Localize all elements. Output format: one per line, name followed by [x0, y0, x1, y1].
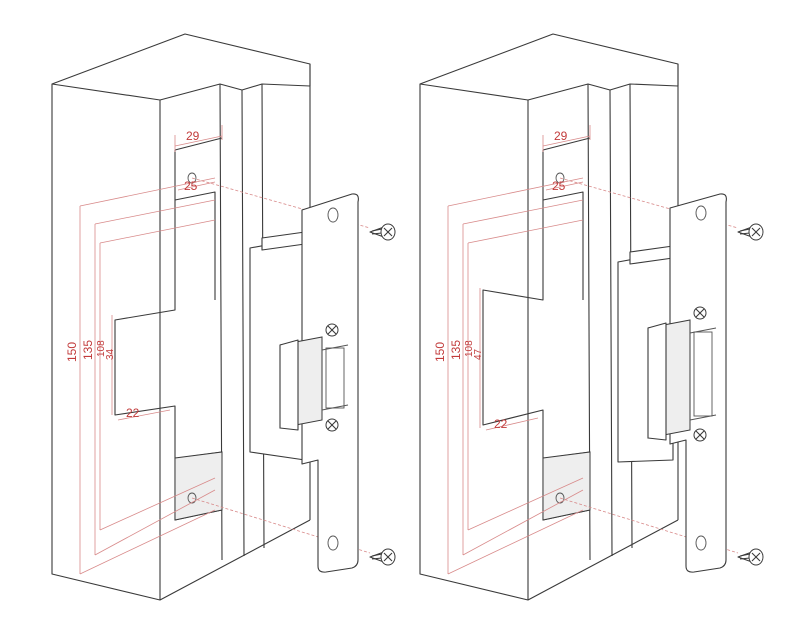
dim-label-150: 150	[433, 342, 447, 362]
electric-strike	[617, 193, 727, 573]
faceplate	[301, 193, 359, 573]
dim-label-108: 108	[96, 340, 107, 357]
dim-label-25: 25	[552, 179, 566, 193]
dim-label-latch-height: 34	[105, 348, 116, 360]
dim-label-22: 22	[126, 406, 140, 420]
dim-label-150: 150	[65, 342, 79, 362]
mounting-screw-icon	[369, 223, 396, 241]
dimension-lines	[79, 125, 371, 575]
right-diagram: 29 25 150 135 108 47 22	[419, 33, 764, 601]
electric-strike	[249, 193, 359, 573]
dim-label-29: 29	[186, 129, 200, 143]
left-diagram: 29 25 150 135 108 34 22	[51, 33, 396, 601]
frame-top-face	[419, 33, 679, 101]
frame-top-face	[51, 33, 311, 101]
dim-label-135: 135	[449, 340, 463, 360]
dimension-lines	[447, 125, 739, 575]
mounting-screw-icon	[737, 223, 764, 241]
dim-label-22: 22	[494, 417, 508, 431]
mounting-screw-icon	[737, 548, 764, 566]
dim-label-108: 108	[464, 340, 475, 357]
dim-label-latch-height: 47	[473, 348, 484, 360]
dim-label-25: 25	[184, 179, 198, 193]
dim-label-29: 29	[554, 129, 568, 143]
dim-label-135: 135	[81, 340, 95, 360]
faceplate	[669, 193, 727, 573]
mounting-screw-icon	[369, 548, 396, 566]
